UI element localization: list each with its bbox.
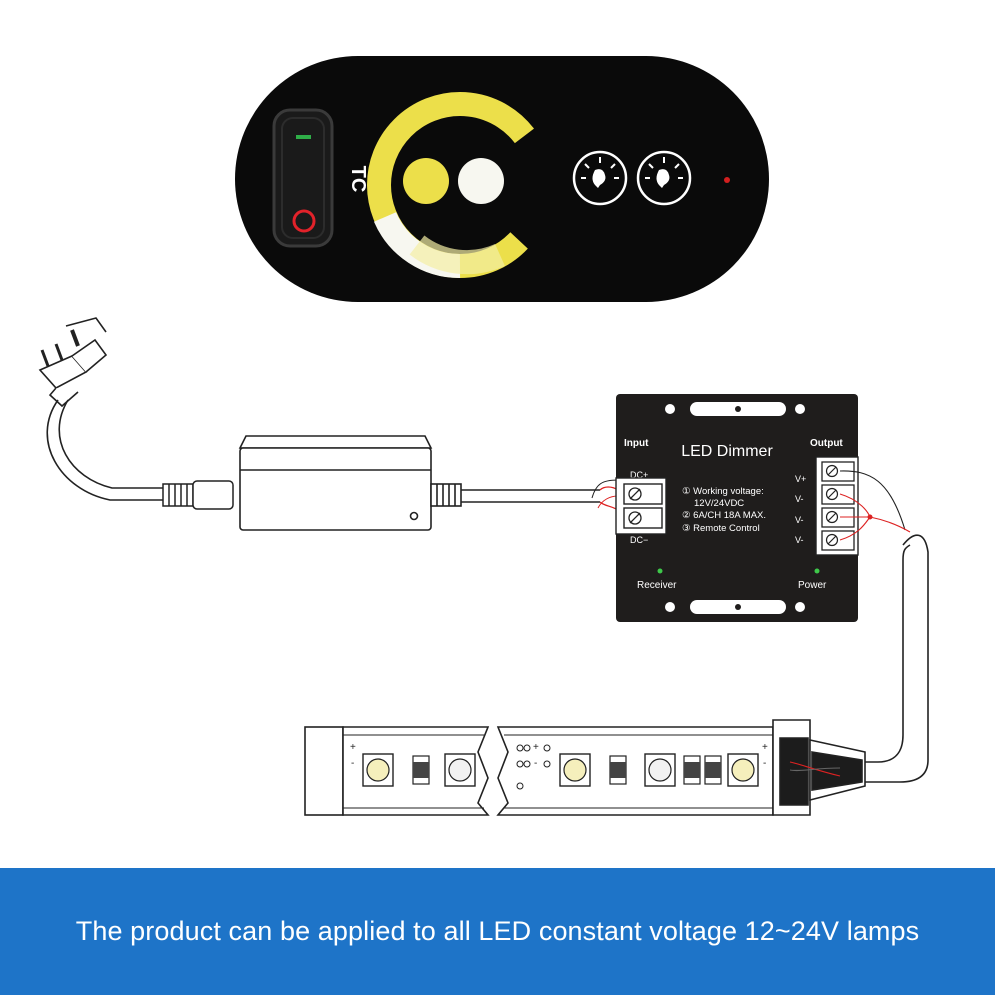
dimmer-output-label: Output bbox=[810, 438, 843, 449]
dimmer-power-label: Power bbox=[798, 580, 827, 591]
dimmer-v-plus: V+ bbox=[795, 474, 806, 484]
cool-white-dot-icon[interactable] bbox=[458, 158, 504, 204]
dimmer-input-label: Input bbox=[624, 438, 649, 449]
output-wires bbox=[839, 470, 911, 541]
input-terminal-block bbox=[615, 477, 667, 535]
strip-led-warm bbox=[559, 753, 591, 787]
remote-brand-label: TC bbox=[347, 166, 369, 193]
remote-indicator-light bbox=[724, 177, 730, 183]
output-terminal-block bbox=[815, 456, 859, 556]
dimmer-receiver-label: Receiver bbox=[637, 580, 677, 591]
strip-resistor bbox=[609, 755, 627, 785]
strip-minus-3: - bbox=[763, 758, 766, 769]
warm-white-dot-icon[interactable] bbox=[403, 158, 449, 204]
dimmer-spec-3: ③ Remote Control bbox=[682, 523, 760, 534]
color-temperature-wheel[interactable] bbox=[367, 92, 553, 279]
dimmer-v-minus-2: V- bbox=[795, 515, 804, 525]
led-strip bbox=[304, 719, 866, 816]
brightness-down-icon[interactable] bbox=[572, 150, 628, 206]
strip-resistor bbox=[412, 755, 430, 785]
strip-led-cool bbox=[444, 753, 476, 787]
dimmer-dc-minus: DC− bbox=[630, 535, 648, 545]
brightness-up-icon[interactable] bbox=[636, 150, 692, 206]
strip-plus-3: + bbox=[762, 742, 768, 753]
caption-banner: The product can be applied to all LED co… bbox=[0, 868, 995, 995]
power-switch-icon[interactable] bbox=[272, 108, 334, 248]
strip-minus-2: - bbox=[534, 758, 537, 769]
ac-plug bbox=[38, 317, 108, 408]
caption-text: The product can be applied to all LED co… bbox=[75, 916, 920, 946]
wiring-diagram: TC bbox=[38, 56, 929, 816]
ac-cord bbox=[46, 399, 165, 501]
power-led bbox=[814, 568, 820, 574]
dc-cable bbox=[461, 489, 600, 503]
strip-led-cool bbox=[644, 753, 676, 787]
strip-minus-1: - bbox=[351, 758, 354, 769]
strip-led-warm bbox=[727, 753, 759, 787]
led-dimmer-box bbox=[616, 394, 858, 622]
dimmer-spec-1: ① Working voltage: bbox=[682, 486, 764, 497]
dimmer-title: LED Dimmer bbox=[681, 443, 773, 460]
dimmer-spec-1b: 12V/24VDC bbox=[694, 498, 744, 509]
strip-resistor bbox=[683, 755, 722, 785]
dimmer-spec-2: ② 6A/CH 18A MAX. bbox=[682, 510, 766, 521]
power-adapter bbox=[238, 435, 462, 531]
dimmer-v-minus-1: V- bbox=[795, 494, 804, 504]
strip-led-warm bbox=[362, 753, 394, 787]
touch-remote: TC bbox=[235, 56, 769, 302]
ac-connector bbox=[162, 480, 234, 510]
strip-plus-1: + bbox=[350, 742, 356, 753]
dimmer-dc-plus: DC+ bbox=[630, 470, 648, 480]
receiver-led bbox=[657, 568, 663, 574]
strip-plus-2: + bbox=[533, 742, 539, 753]
dimmer-v-minus-3: V- bbox=[795, 535, 804, 545]
strip-cable bbox=[860, 534, 929, 783]
